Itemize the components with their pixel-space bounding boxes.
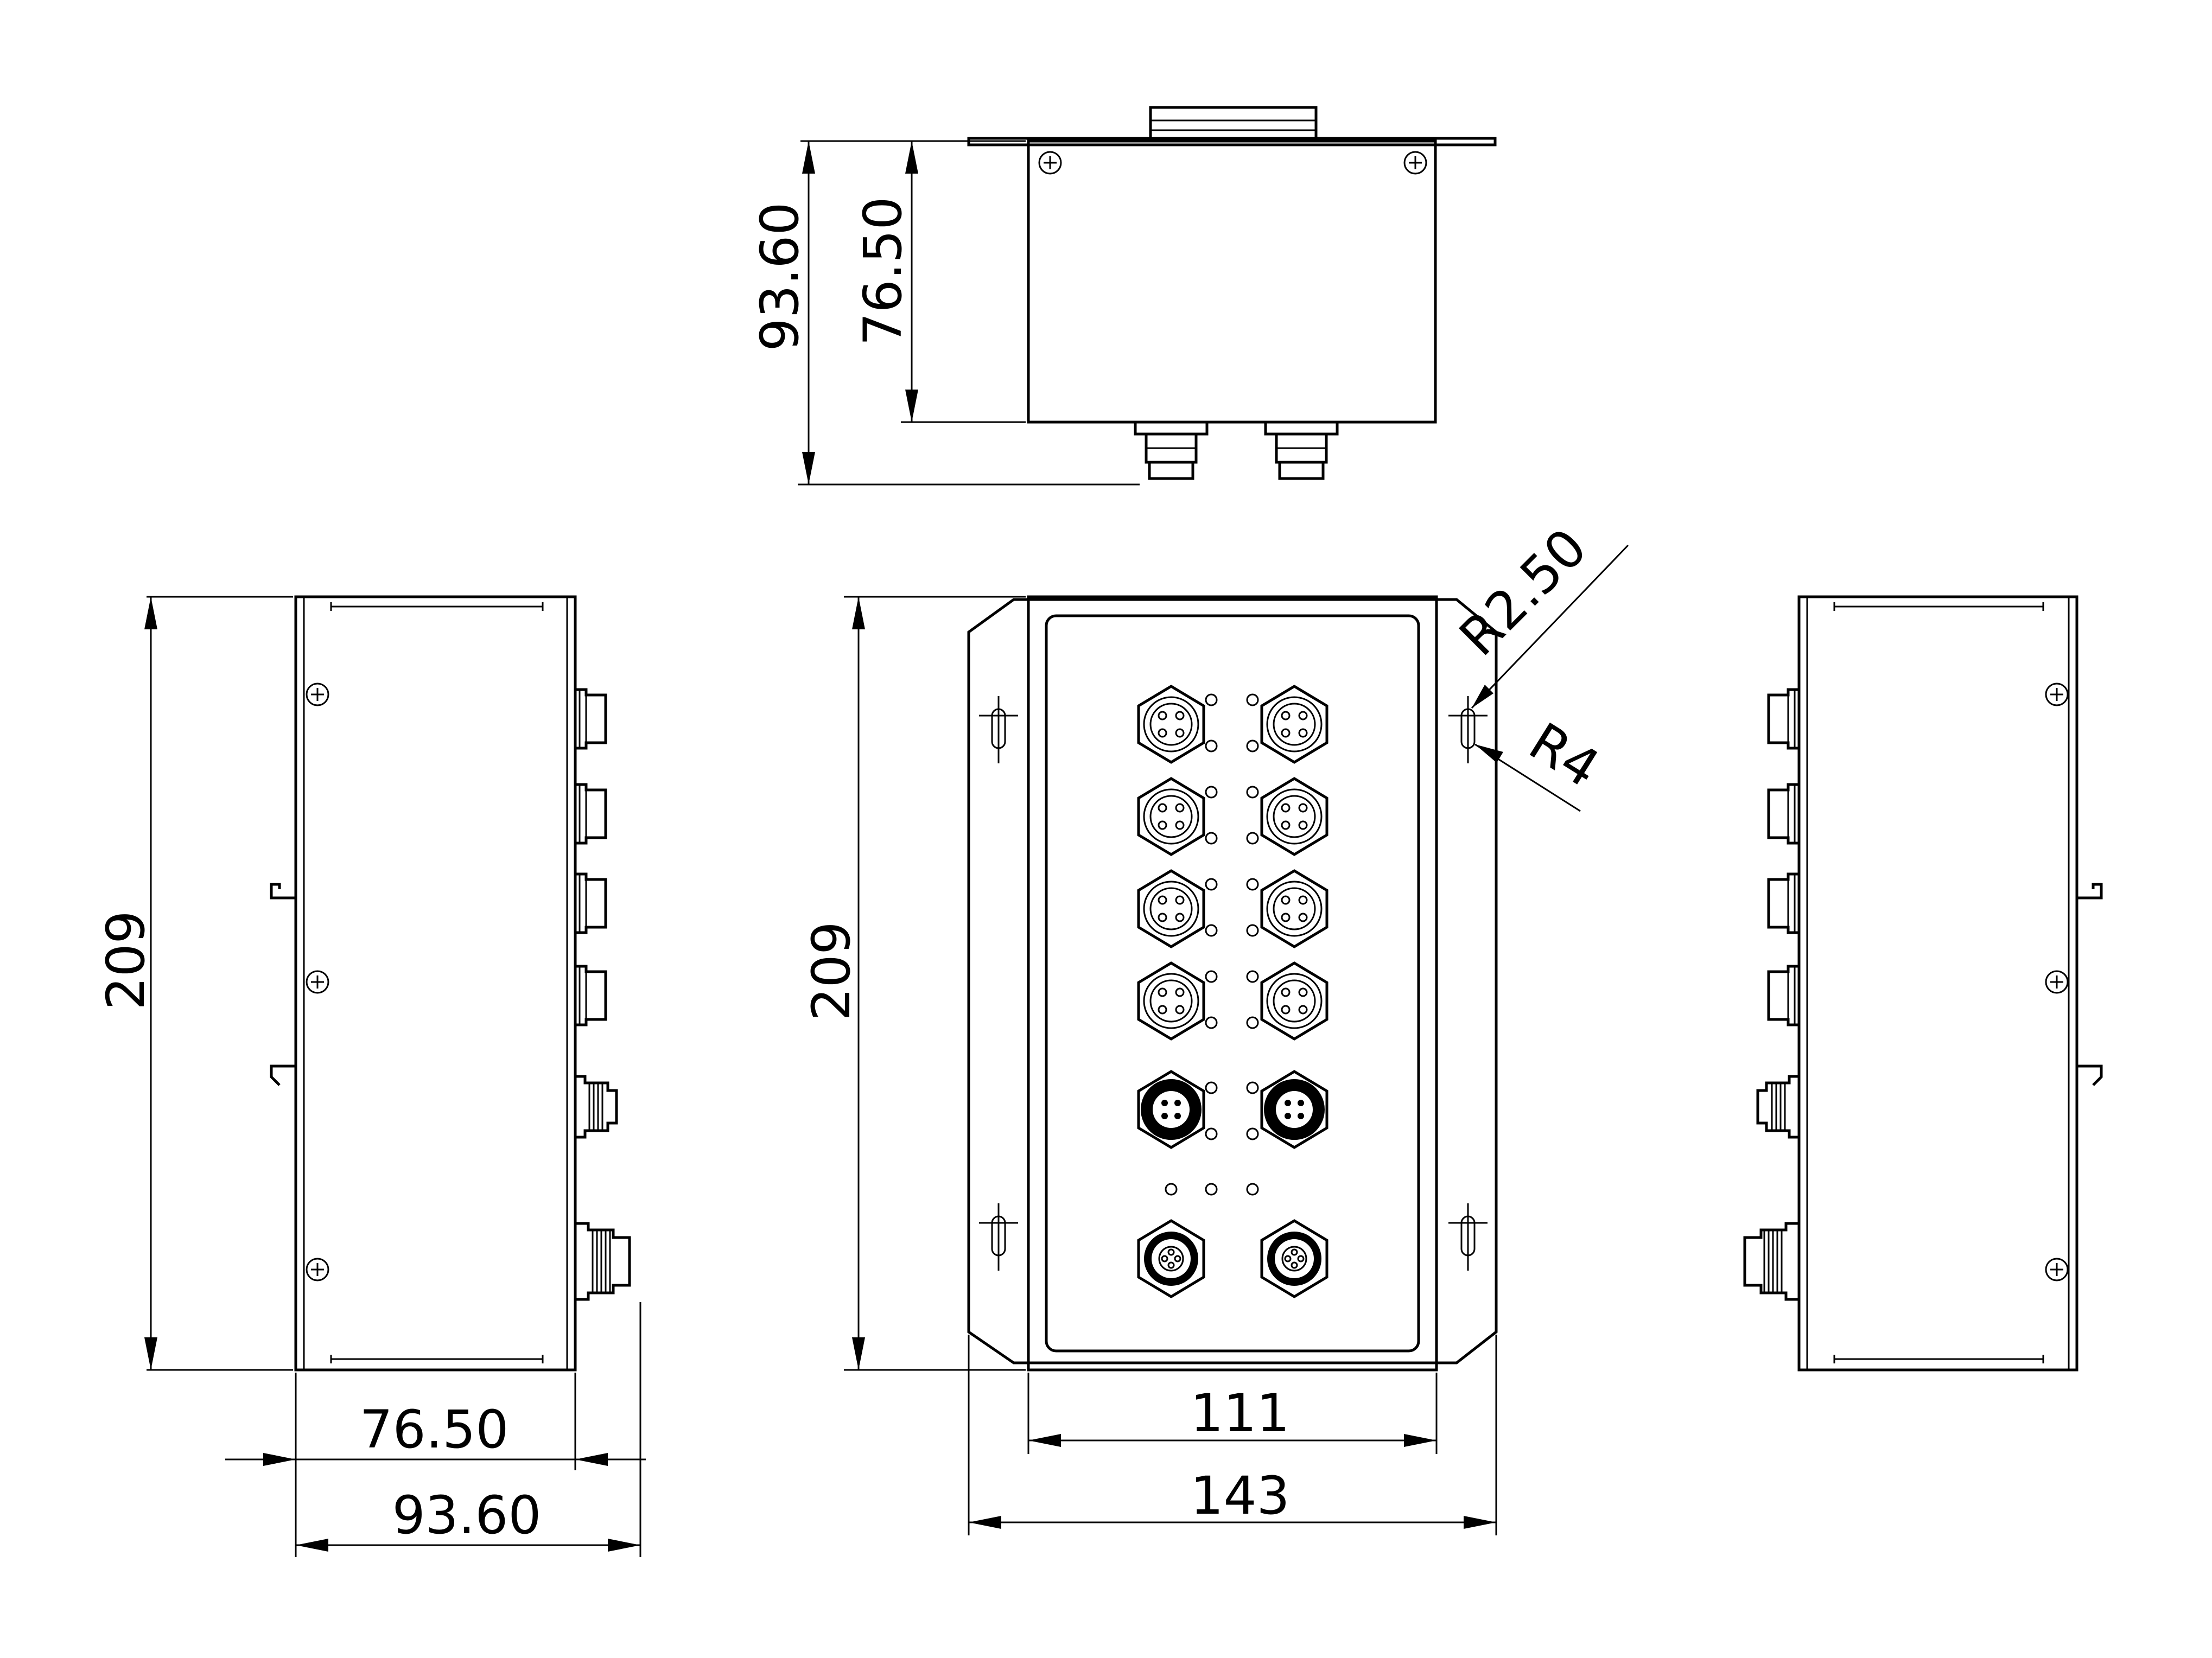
top-connector-right [1264, 420, 1339, 480]
side-port-icon [575, 874, 606, 933]
din-rail-clip-icon [271, 884, 296, 1085]
side-port-icon [1769, 785, 1799, 843]
screw-icon [1038, 151, 1062, 175]
left-side-view: 209 76.50 93.60 [96, 595, 646, 1557]
radius-leader [1471, 544, 1629, 709]
power-port-icon [1262, 1221, 1327, 1297]
right-side-view [1745, 595, 2101, 1372]
dim-front-width-panel: 111 [1190, 1383, 1289, 1444]
m12-port-icon [1139, 871, 1204, 947]
side-port-icon [575, 966, 606, 1025]
din-rail-clip-icon [2077, 884, 2101, 1085]
m12-port-icon [1139, 779, 1204, 854]
m12-port-icon [1139, 686, 1204, 762]
front-flange-outline [967, 598, 1498, 1364]
right-housing-outline [1797, 595, 2078, 1372]
side-plug-icon [575, 1076, 616, 1137]
m12-port-icon [1262, 1072, 1327, 1147]
dim-side-height: 209 [96, 910, 156, 1010]
screw-icon [2045, 970, 2069, 994]
m12-port-icon [1139, 1072, 1204, 1147]
screw-icon [306, 970, 329, 994]
top-din-clip [1149, 106, 1318, 143]
m12-port-icon [1262, 871, 1327, 947]
power-port-icon [1139, 1221, 1204, 1297]
m12-port-icon [1139, 963, 1204, 1039]
side-port-icon [1769, 874, 1799, 933]
screw-icon [2045, 1258, 2069, 1281]
screw-icon [2045, 683, 2069, 706]
dim-radius-large: R4 [1519, 711, 1610, 800]
screw-icon [1403, 151, 1427, 175]
port-grid [1139, 686, 1327, 1297]
mounting-slot-icon [978, 695, 1019, 764]
dim-radius-small: R2.50 [1448, 517, 1599, 668]
m12-port-icon [1262, 779, 1327, 854]
side-power-plug-icon [575, 1223, 630, 1299]
mounting-slot-icon [1447, 1202, 1489, 1272]
side-port-icon [575, 785, 606, 843]
front-housing-outline [1027, 595, 1438, 1372]
top-housing-outline [1027, 139, 1437, 424]
dim-top-height-total: 93.60 [749, 202, 810, 352]
mounting-slot-icon [978, 1202, 1019, 1272]
front-view: 209 111 143 R2.50 R4 [801, 517, 1629, 1535]
dim-side-width-body: 76.50 [360, 1399, 509, 1460]
m12-port-icon [1262, 963, 1327, 1039]
front-panel [1045, 614, 1420, 1353]
dim-front-width-total: 143 [1190, 1465, 1289, 1526]
dim-top-height-body: 76.50 [853, 197, 913, 346]
side-plug-icon [1758, 1076, 1799, 1137]
mounting-slot-icon [1447, 695, 1489, 764]
screw-icon [306, 1258, 329, 1281]
screw-icon [306, 683, 329, 706]
status-leds [1165, 693, 1259, 1196]
top-view: 93.60 76.50 [749, 106, 1497, 486]
left-housing-outline [294, 595, 577, 1372]
side-port-icon [575, 690, 606, 748]
m12-port-icon [1262, 686, 1327, 762]
dim-front-height: 209 [801, 921, 862, 1021]
side-port-icon [1769, 966, 1799, 1025]
side-power-plug-icon [1745, 1223, 1799, 1299]
side-port-icon [1769, 690, 1799, 748]
dim-side-width-total: 93.60 [392, 1485, 542, 1546]
top-connector-left [1134, 420, 1209, 480]
